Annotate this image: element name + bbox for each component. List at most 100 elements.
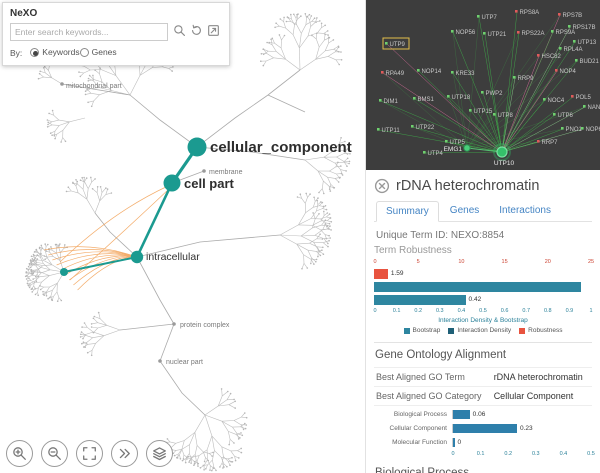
- bar-fill: [374, 282, 582, 292]
- network-edges: [378, 11, 586, 154]
- ontology-node[interactable]: [163, 174, 181, 192]
- tree-label[interactable]: nuclear part: [166, 359, 203, 366]
- zoom-out-button[interactable]: [41, 440, 68, 467]
- search-actions: [171, 22, 222, 42]
- axis-tick: 0: [373, 259, 377, 265]
- network-node[interactable]: RPS17B: [568, 25, 596, 31]
- network-node[interactable]: UTP4: [423, 151, 444, 157]
- tree-label[interactable]: cellular_component: [210, 139, 352, 156]
- refresh-icon[interactable]: [188, 22, 205, 39]
- network-node[interactable]: NOP56: [451, 30, 476, 36]
- tree-dot: [202, 169, 206, 173]
- svg-text:RPS17B: RPS17B: [573, 25, 596, 31]
- reset-view-icon[interactable]: [205, 22, 222, 39]
- ontology-tree-canvas[interactable]: mitochondrial part cellular_componentcell…: [0, 0, 365, 473]
- tab-genes[interactable]: Genes: [449, 205, 480, 216]
- legend-label: Robustness: [528, 327, 563, 334]
- tree-label[interactable]: intracellular: [146, 251, 200, 263]
- close-icon[interactable]: [374, 178, 390, 194]
- network-node[interactable]: UTP7: [477, 15, 498, 21]
- network-node[interactable]: BUD21: [575, 59, 600, 65]
- chart-title: Term Robustness: [374, 245, 452, 256]
- svg-text:UTP9: UTP9: [390, 42, 406, 48]
- network-node[interactable]: UTP18: [447, 95, 471, 101]
- tab-summary[interactable]: Summary: [376, 201, 439, 222]
- network-node[interactable]: PNO1: [561, 127, 583, 133]
- axis-tick: 25: [587, 259, 595, 265]
- axis-tick: 0.2: [414, 308, 423, 314]
- layers-button[interactable]: [146, 440, 173, 467]
- network-node[interactable]: NOC4: [543, 98, 565, 104]
- search-input[interactable]: [10, 23, 168, 41]
- collapse-button[interactable]: [111, 440, 138, 467]
- network-node[interactable]: UTP11: [377, 128, 400, 134]
- tab-interactions[interactable]: Interactions: [499, 205, 551, 216]
- svg-text:NOC4: NOC4: [548, 98, 565, 104]
- category-bar: [453, 438, 455, 447]
- network-node[interactable]: NOP6: [581, 127, 600, 133]
- network-node[interactable]: RPA49: [381, 71, 405, 77]
- axis-tick: 0.1: [392, 308, 401, 314]
- ontology-node[interactable]: [130, 250, 144, 264]
- network-node[interactable]: RPS22A: [517, 31, 545, 37]
- network-node[interactable]: KRE33: [451, 71, 475, 77]
- network-node[interactable]: RRP7: [537, 140, 558, 146]
- network-node[interactable]: UTP21: [483, 32, 507, 38]
- network-node[interactable]: PWP2: [481, 91, 503, 97]
- search-icon[interactable]: [171, 22, 188, 39]
- network-node[interactable]: RPS9A: [551, 30, 575, 36]
- network-node[interactable]: BMS1: [413, 97, 435, 103]
- axis-tick: 0.4: [457, 308, 466, 314]
- axis-tick: 0.6: [500, 308, 509, 314]
- svg-text:NOP6: NOP6: [586, 127, 600, 133]
- network-node[interactable]: NOP4: [555, 69, 577, 75]
- axis-tick: 0.2: [504, 451, 513, 457]
- category-bar-area: 0.06: [452, 410, 592, 419]
- network-node[interactable]: UTP13: [573, 40, 597, 46]
- network-node[interactable]: DIM1: [379, 99, 398, 105]
- network-node[interactable]: RPL4A: [559, 47, 583, 53]
- tree-label[interactable]: protein complex: [180, 322, 230, 329]
- network-node[interactable]: UTP8: [493, 113, 514, 119]
- gene-network-canvas[interactable]: UTP7 RPS8A RPS7B RPS17B NOP56 UTP21 RPS22A RPS9…: [366, 0, 600, 170]
- network-hub-node[interactable]: UTP10: [493, 143, 515, 167]
- alignment-label: Best Aligned GO Term: [376, 372, 465, 382]
- network-node[interactable]: UTP15: [469, 109, 493, 115]
- network-node[interactable]: UTP5: [445, 140, 466, 146]
- svg-text:UTP5: UTP5: [450, 140, 466, 146]
- svg-text:RPA49: RPA49: [386, 71, 405, 77]
- fit-view-button[interactable]: [76, 440, 103, 467]
- network-node-emg1[interactable]: EMG1: [444, 144, 471, 153]
- radio-genes[interactable]: Genes: [79, 47, 117, 57]
- network-node[interactable]: NOP14: [417, 69, 442, 75]
- category-bar-area: 0.23: [452, 424, 592, 433]
- network-node[interactable]: POL5: [571, 95, 592, 101]
- ontology-node[interactable]: [60, 268, 68, 276]
- network-node[interactable]: UTP6: [553, 113, 574, 119]
- network-node[interactable]: RPS7B: [558, 13, 582, 19]
- tree-label[interactable]: membrane: [209, 169, 243, 176]
- category-label: Molecular Function: [392, 439, 447, 446]
- app-title: NeXO: [10, 8, 38, 19]
- bar-interaction-density: 0.42: [374, 295, 592, 305]
- axis-tick: 15: [501, 259, 508, 265]
- network-node[interactable]: NAN1: [583, 105, 600, 111]
- network-node[interactable]: RRP9: [513, 76, 534, 82]
- network-node[interactable]: UTP9: [382, 37, 410, 50]
- tree-label[interactable]: cell part: [184, 176, 235, 191]
- ontology-node[interactable]: [187, 137, 207, 157]
- zoom-in-button[interactable]: [6, 440, 33, 467]
- tree-connectors: [61, 69, 306, 416]
- svg-text:DIM1: DIM1: [384, 99, 399, 105]
- network-node[interactable]: RPS8A: [515, 10, 539, 16]
- network-node[interactable]: UTP22: [411, 125, 435, 131]
- network-node[interactable]: HSC82: [537, 54, 562, 60]
- radio-keywords[interactable]: Keywords: [30, 47, 80, 57]
- tree-label[interactable]: mitochondrial part: [66, 83, 122, 90]
- svg-text:NOP56: NOP56: [456, 30, 476, 36]
